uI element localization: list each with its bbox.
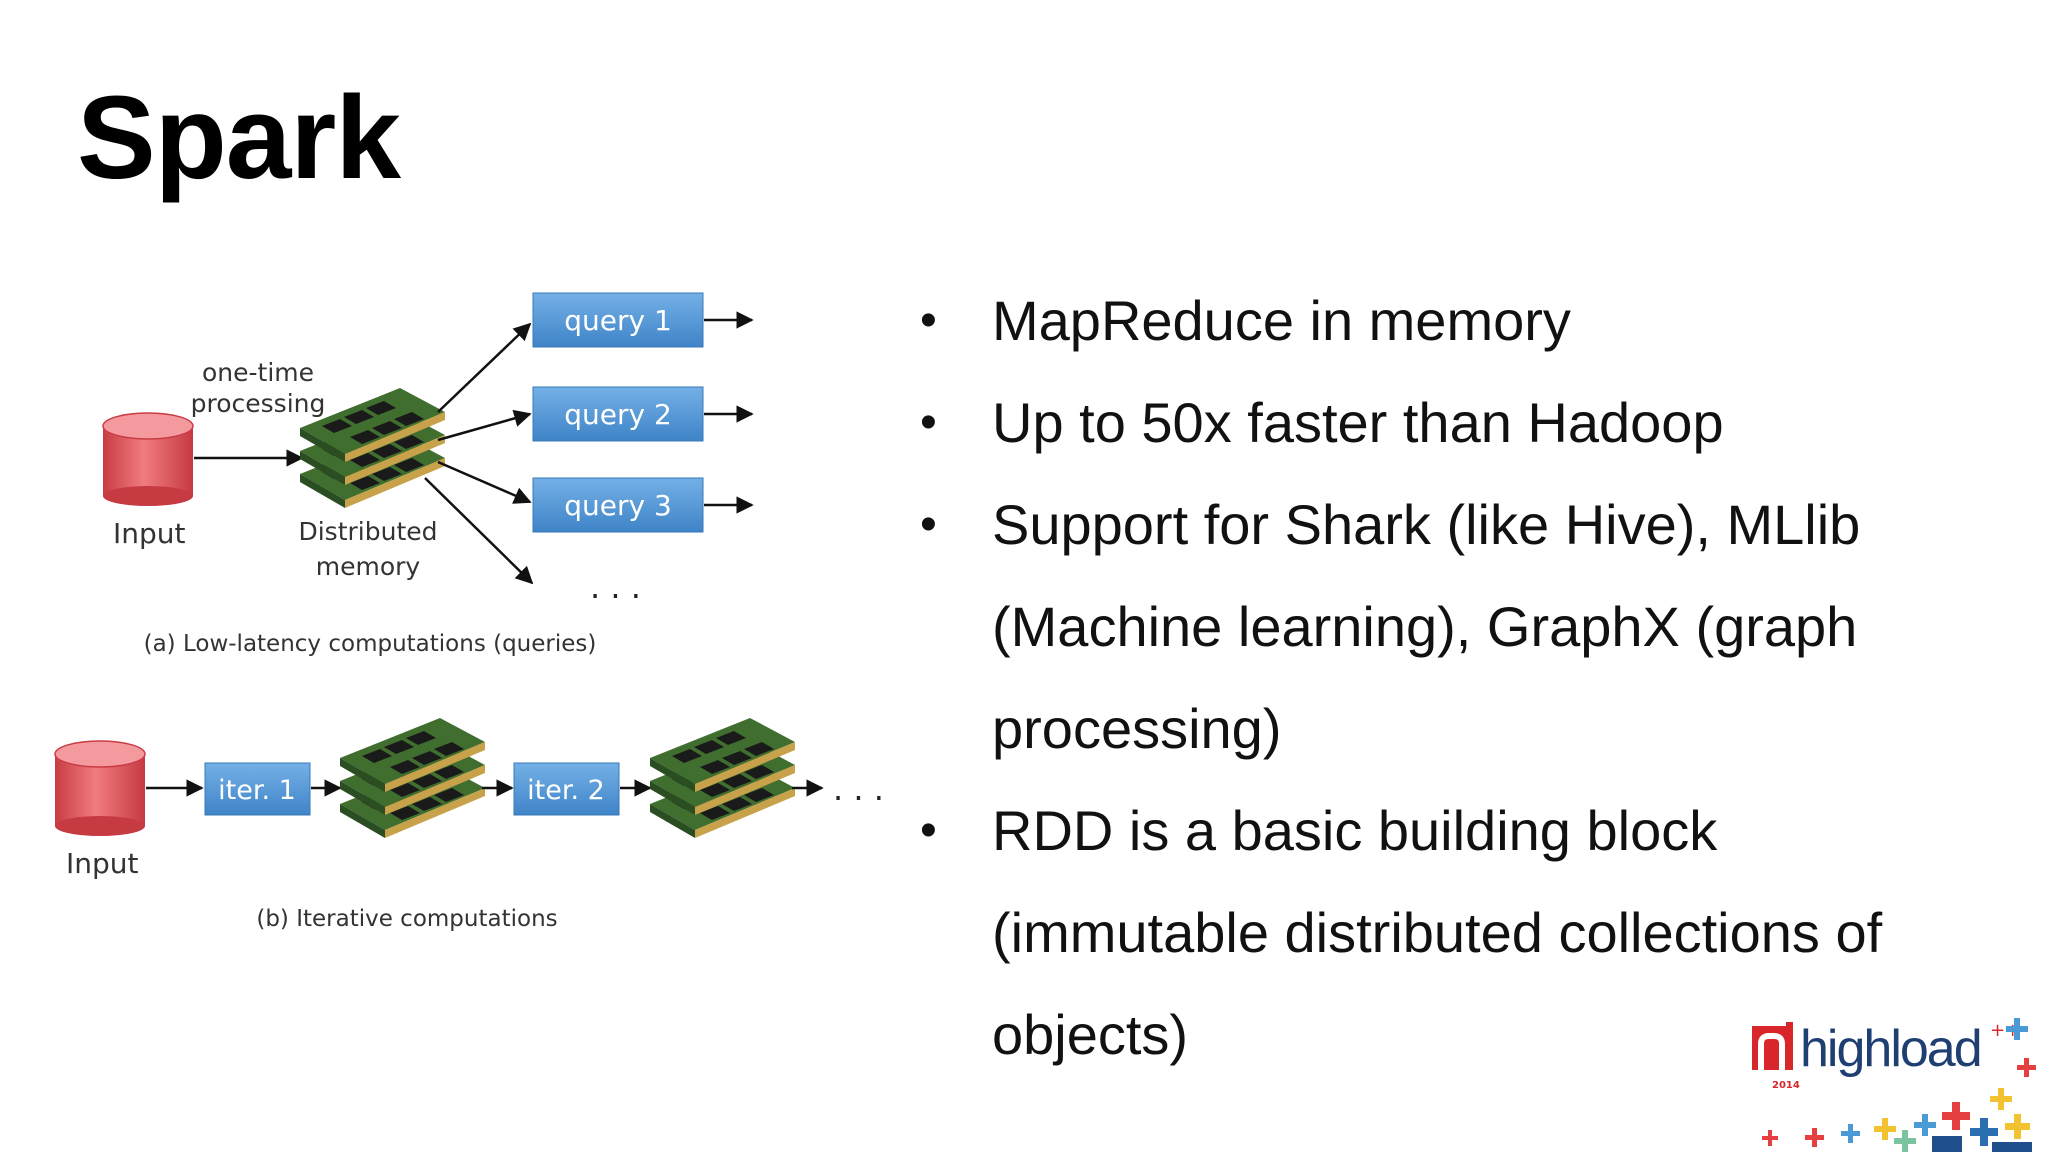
bullet-item: • Up to 50x faster than Hadoop: [920, 372, 1980, 474]
logo-mark-icon: [1752, 1022, 1793, 1070]
query-box-1: query 1: [532, 292, 704, 348]
highload-logo: highload ++ 2014: [1752, 1018, 2036, 1152]
bullet-list: • MapReduce in memory • Up to 50x faster t…: [920, 270, 1980, 1086]
input-label-a: Input: [113, 517, 186, 550]
iteration-box-2: iter. 2: [513, 762, 620, 816]
ellipsis-a: . . .: [590, 568, 641, 606]
input-cylinder-b: [54, 740, 146, 836]
slide-title: Spark: [77, 72, 401, 204]
bullet-text: RDD is a basic building block (immutable…: [992, 799, 1883, 1066]
bullet-dot: •: [920, 498, 937, 551]
logo-superscript: ++: [1990, 1020, 2020, 1041]
spark-diagram: Input one-time processing Distributed me…: [54, 292, 884, 932]
bullet-item: • Support for Shark (like Hive), MLlib (M…: [920, 474, 1980, 780]
bullet-item: • RDD is a basic building block (immutabl…: [920, 780, 1980, 1086]
bullet-item: • MapReduce in memory: [920, 270, 1980, 372]
bullet-dot: •: [920, 294, 937, 347]
caption-b: (b) Iterative computations: [256, 906, 557, 932]
diagram-b: Input iter. 1 iter. 2 . . . (b) Iterativ…: [54, 718, 884, 932]
query-label-3: query 3: [564, 489, 672, 522]
input-cylinder-a: [102, 412, 194, 506]
query-label-1: query 1: [564, 304, 672, 337]
diagram-a: Input one-time processing Distributed me…: [102, 292, 754, 657]
iteration-label-1: iter. 1: [218, 775, 296, 806]
processing-label-line2: processing: [191, 389, 326, 418]
logo-year: 2014: [1772, 1080, 1800, 1091]
input-label-b: Input: [66, 847, 139, 880]
iteration-box-1: iter. 1: [204, 762, 311, 816]
decorative-crosses-icon: [1762, 1018, 2036, 1152]
distributed-memory-b2: [650, 718, 795, 838]
bullet-text: MapReduce in memory: [992, 289, 1571, 352]
bullet-dot: •: [920, 396, 937, 449]
processing-label-line1: one-time: [202, 358, 314, 387]
memory-label-line2: memory: [316, 552, 421, 581]
bullet-dot: •: [920, 804, 937, 857]
distributed-memory-b1: [340, 718, 485, 838]
caption-a: (a) Low-latency computations (queries): [144, 631, 597, 657]
query-box-2: query 2: [532, 386, 704, 442]
logo-text: highload: [1800, 1020, 1981, 1078]
bullet-text: Up to 50x faster than Hadoop: [992, 391, 1724, 454]
query-box-3: query 3: [532, 477, 704, 533]
iteration-label-2: iter. 2: [527, 775, 605, 806]
memory-label-line1: Distributed: [298, 517, 437, 546]
ellipsis-b: . . .: [833, 770, 884, 808]
bullet-text: Support for Shark (like Hive), MLlib (Ma…: [992, 493, 1861, 760]
query-label-2: query 2: [564, 398, 672, 431]
